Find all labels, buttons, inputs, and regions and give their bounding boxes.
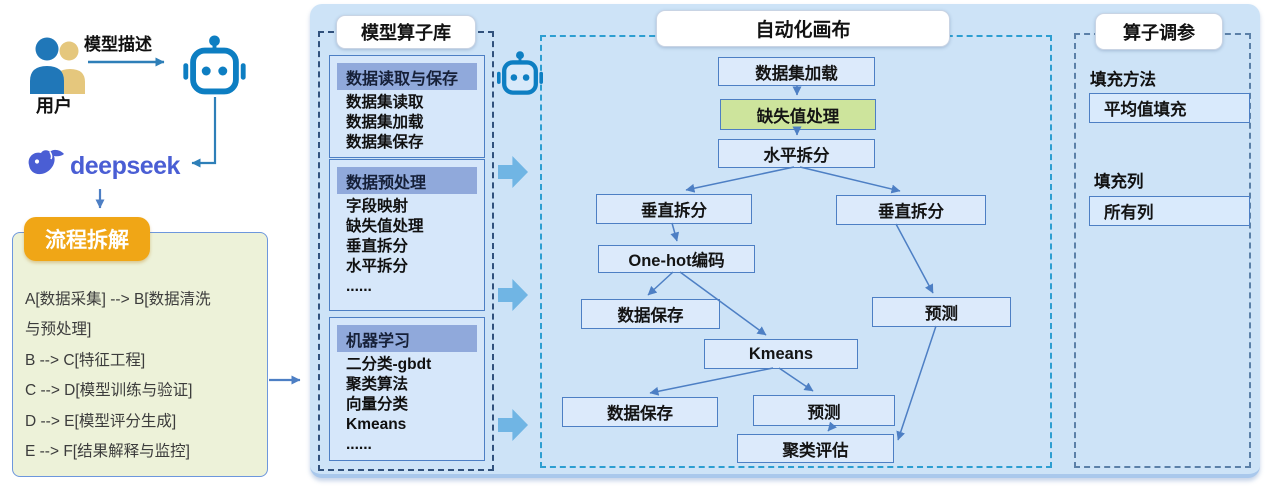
mermaid-line: C --> D[模型训练与验证] — [25, 382, 193, 400]
canvas-node-dataset-load: 数据集加载 — [718, 57, 875, 86]
canvas-node-predict-bottom: 预测 — [753, 395, 895, 426]
mermaid-line: 与预处理] — [25, 321, 92, 339]
operator-item: ...... — [346, 278, 372, 295]
group-header: 数据预处理 — [337, 167, 477, 194]
deepseek-whale-icon — [28, 149, 64, 175]
canvas-node-one-hot: One-hot编码 — [598, 245, 755, 273]
canvas-node-kmeans: Kmeans — [704, 339, 858, 369]
operator-item: 数据集保存 — [346, 134, 424, 151]
mermaid-line: B --> C[特征工程] — [25, 351, 146, 369]
operator-item: 聚类算法 — [346, 376, 409, 393]
canvas-node-data-save-bottom: 数据保存 — [562, 397, 718, 427]
canvas-node-missing-value: 缺失值处理 — [720, 99, 876, 130]
operator-tuning-title: 算子调参 — [1095, 13, 1223, 50]
fill-method-value: 平均值填充 — [1089, 93, 1250, 123]
operator-item: 向量分类 — [346, 396, 409, 413]
canvas-node-vertical-split-left: 垂直拆分 — [596, 194, 752, 224]
deepseek-wordmark: deepseek — [70, 152, 180, 180]
operator-item: ...... — [346, 436, 372, 453]
operator-item: 二分类-gbdt — [346, 356, 432, 373]
group-header: 机器学习 — [337, 325, 477, 352]
user-label: 用户 — [36, 96, 72, 116]
canvas-node-cluster-eval: 聚类评估 — [737, 434, 894, 463]
canvas-node-vertical-split-right: 垂直拆分 — [836, 195, 986, 225]
canvas-robot-icon — [497, 51, 543, 95]
operator-item: 垂直拆分 — [346, 238, 409, 255]
auto-canvas-title: 自动化画布 — [656, 10, 950, 47]
flow-decompose-badge: 流程拆解 — [24, 217, 150, 261]
mermaid-line: D --> E[模型评分生成] — [25, 412, 177, 430]
fill-column-label: 填充列 — [1094, 173, 1144, 191]
mermaid-line: E --> F[结果解释与监控] — [25, 443, 190, 461]
operator-item: 水平拆分 — [346, 258, 409, 275]
robot-icon — [183, 35, 246, 95]
operator-group-data-io: 数据读取与保存 数据集读取 数据集加载 数据集保存 — [329, 55, 485, 158]
fill-method-label: 填充方法 — [1090, 71, 1156, 89]
operator-library-title: 模型算子库 — [336, 15, 476, 49]
operator-item: 字段映射 — [346, 198, 409, 215]
canvas-node-data-save-top: 数据保存 — [581, 299, 720, 329]
operator-item: 数据集读取 — [346, 94, 424, 111]
operator-group-ml: 机器学习 二分类-gbdt 聚类算法 向量分类 Kmeans ...... — [329, 317, 485, 461]
operator-item: 数据集加载 — [346, 114, 424, 131]
canvas-node-predict-right: 预测 — [872, 297, 1011, 327]
operator-item: 缺失值处理 — [346, 218, 424, 235]
operator-item: Kmeans — [346, 416, 407, 433]
operator-group-preprocess: 数据预处理 字段映射 缺失值处理 垂直拆分 水平拆分 ...... — [329, 159, 485, 311]
user-icon — [30, 37, 85, 94]
group-header: 数据读取与保存 — [337, 63, 477, 90]
fill-column-value: 所有列 — [1089, 196, 1250, 226]
model-description-label: 模型描述 — [84, 35, 152, 54]
mermaid-line: A[数据采集] --> B[数据清洗 — [25, 291, 211, 308]
canvas-node-horizontal-split: 水平拆分 — [718, 139, 875, 168]
flow-decompose-result-box: A[数据采集] --> B[数据清洗 与预处理] B --> C[特征工程] C… — [12, 232, 268, 477]
